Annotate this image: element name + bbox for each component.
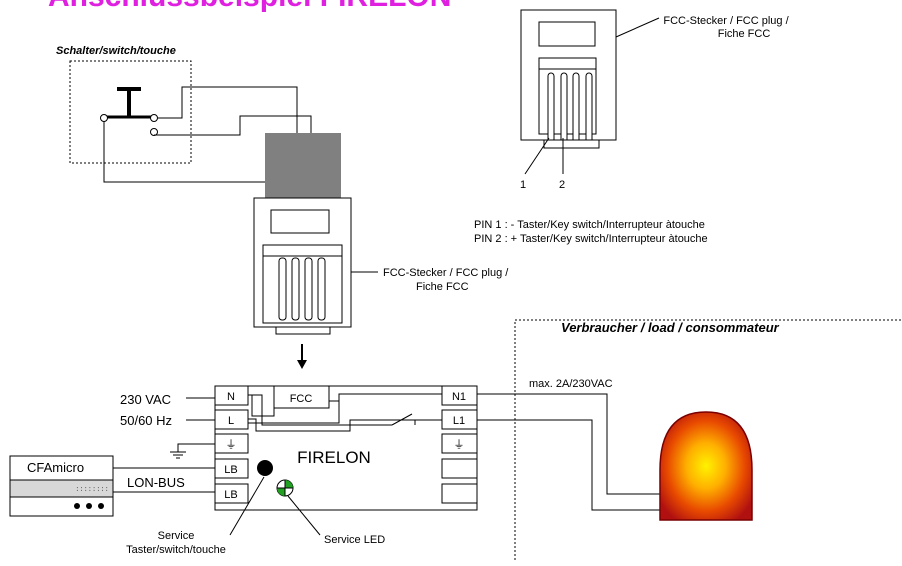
switch-box — [69, 60, 192, 164]
indicator-dot-icon — [98, 503, 104, 509]
page-title: Anschlussbeispiel FIRELON — [48, 0, 451, 13]
ventilation-slots-icon: :::::::: — [75, 486, 109, 494]
fcc-mid-label-line1: FCC-Stecker / FCC plug / — [383, 267, 509, 279]
pin2-number: 2 — [559, 179, 565, 191]
supply-wires — [177, 397, 215, 452]
fcc-socket-label: FCC — [290, 393, 313, 405]
load-area-label: Verbraucher / load / consommateur — [561, 320, 780, 335]
service-button-label-line1: Service — [158, 530, 195, 542]
earth-ground-icon — [170, 451, 186, 459]
cfamicro-unit: :::::::: — [9, 455, 114, 517]
indicator-dot-icon — [86, 503, 92, 509]
pin1-description: PIN 1 : - Taster/Key switch/Interrupteur… — [474, 219, 705, 231]
terminal-labels-right: N1 L1 ⏚ — [452, 391, 466, 451]
switch-box-label: Schalter/switch/touche — [56, 45, 176, 57]
push-button-switch-symbol — [100, 87, 158, 136]
cfamicro-label: CFAmicro — [27, 460, 84, 475]
fcc-socket — [273, 385, 330, 409]
service-led-label: Service LED — [324, 534, 385, 546]
pin1-number: 1 — [520, 179, 526, 191]
pin2-description: PIN 2 : + Taster/Key switch/Interrupteur… — [474, 233, 708, 245]
terminal-ground-right-icon: ⏚ — [454, 438, 465, 451]
fcc-top-callout — [615, 17, 660, 38]
terminal-l1: L1 — [453, 415, 465, 427]
terminal-labels-left: N L ⏚ LB LB — [224, 391, 237, 501]
service-led-icon — [276, 479, 294, 497]
fcc-plug-cable-housing — [265, 133, 341, 199]
fcc-plug-top — [520, 9, 617, 149]
lon-bus-label: LON-BUS — [127, 475, 185, 490]
indicator-dot-icon — [74, 503, 80, 509]
internal-wiring — [247, 393, 442, 432]
terminal-ground-left-icon: ⏚ — [226, 438, 237, 451]
supply-frequency: 50/60 Hz — [120, 413, 172, 428]
terminal-l: L — [228, 415, 234, 427]
warning-lamp-icon — [659, 411, 753, 521]
service-button-pointer — [229, 476, 265, 536]
service-led-pointer — [287, 495, 321, 536]
terminal-n1: N1 — [452, 391, 466, 403]
terminal-lb-2: LB — [224, 489, 237, 501]
fcc-plug-middle — [253, 197, 352, 335]
service-button-label-line2: Taster/switch/touche — [126, 544, 226, 556]
fcc-mid-label-line2: Fiche FCC — [416, 281, 469, 293]
load-wires — [477, 393, 668, 511]
lon-bus-wires — [113, 467, 215, 493]
down-arrow-icon — [297, 344, 307, 369]
pin1-pointer — [524, 137, 550, 175]
fcc-top-label-line1: FCC-Stecker / FCC plug / — [663, 15, 789, 27]
fcc-top-label-line2: Fiche FCC — [718, 28, 771, 40]
terminal-lb-1: LB — [224, 464, 237, 476]
terminal-block-right — [441, 385, 478, 504]
load-rating: max. 2A/230VAC — [529, 378, 613, 390]
device-name: FIRELON — [297, 448, 371, 467]
load-area-border — [514, 319, 902, 560]
supply-voltage: 230 VAC — [120, 392, 171, 407]
terminal-n: N — [227, 391, 235, 403]
service-button[interactable] — [257, 460, 273, 476]
